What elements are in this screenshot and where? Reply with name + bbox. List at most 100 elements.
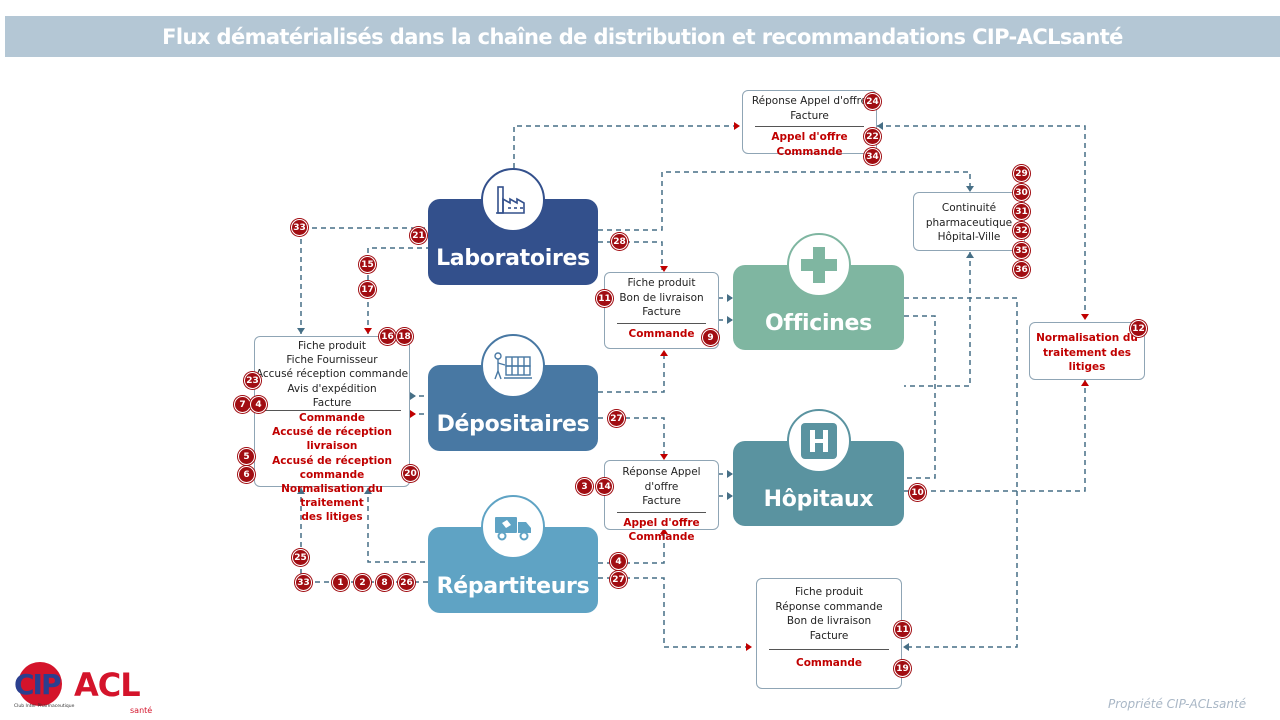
box-line: traitement des — [1042, 346, 1132, 359]
box-line: Accusé de réception livraison — [272, 426, 392, 453]
title-banner: Flux dématérialisés dans la chaîne de di… — [5, 16, 1280, 57]
badge-31: 31 — [1013, 203, 1030, 220]
box-line: Facture — [312, 396, 352, 409]
box-line: Facture — [809, 629, 849, 642]
badge-4: 4 — [250, 396, 267, 413]
box-line: Commande — [796, 657, 862, 669]
box-line: Appel d'offre — [771, 131, 848, 143]
badge-3: 3 — [576, 478, 593, 495]
box-divider — [617, 322, 706, 324]
box-line: litiges — [1068, 361, 1106, 373]
flow-top-litiges — [877, 125, 1086, 318]
box-line: Fiche produit — [627, 277, 696, 289]
logo-subtitle: Club Inter Pharmaceutique — [14, 704, 75, 709]
flow-leftbox-rep-b — [367, 488, 428, 563]
badge-10: 10 — [909, 484, 926, 501]
badge-27-rep: 27 — [610, 571, 627, 588]
box-officines-flows: Fiche produit Bon de livraison Facture C… — [604, 272, 719, 349]
flow-lab-continuite — [598, 171, 971, 231]
box-line: Normalisation du traitement — [281, 483, 383, 510]
badge-33: 33 — [291, 219, 308, 236]
badge-30: 30 — [1013, 184, 1030, 201]
actor-label-hopitaux: Hôpitaux — [763, 487, 874, 512]
box-laboratoire-depositaire: Fiche produit Fiche Fournisseur Accusé r… — [254, 336, 410, 523]
box-line: Commande — [299, 412, 365, 425]
badge-22: 22 — [864, 128, 881, 145]
badge-28: 28 — [611, 233, 628, 250]
flow-off-hop-cont — [904, 297, 1018, 648]
box-line: Accusé réception commande — [255, 368, 409, 381]
box-appel-offre-lab: Réponse Appel d'offre Facture Appel d'of… — [742, 90, 877, 158]
box-divider — [755, 126, 864, 127]
box-continuite: Continuité pharmaceutique Hôpital-Ville — [913, 192, 1025, 251]
badge-35: 35 — [1013, 242, 1030, 259]
actor-label-officines: Officines — [765, 311, 872, 336]
badge-12: 12 — [1130, 320, 1147, 337]
flow-lab-offbox — [598, 241, 663, 270]
badge-11: 11 — [596, 290, 613, 307]
footer-copyright: Propriété CIP-ACLsanté — [1108, 697, 1247, 711]
hospital-h-icon — [787, 409, 851, 473]
badge-33-bottom: 33 — [295, 574, 312, 591]
badge-26: 26 — [398, 574, 415, 591]
box-line: Facture — [642, 495, 681, 507]
badge-20: 20 — [402, 465, 419, 482]
badge-24: 24 — [864, 93, 881, 110]
logo-sante-text: santé — [130, 706, 153, 715]
actor-label-laboratoires: Laboratoires — [436, 246, 590, 271]
box-repartiteur-flows: Fiche produit Réponse commande Bon de li… — [756, 578, 902, 689]
logo-red-disc — [18, 662, 62, 706]
cip-acl-logo: CIP ACL Club Inter Pharmaceutique santé — [14, 662, 164, 718]
flow-dep-offbox — [598, 350, 665, 393]
actor-label-depositaires: Dépositaires — [436, 412, 590, 437]
badge-23: 23 — [244, 372, 261, 389]
badge-9: 9 — [702, 329, 719, 346]
badge-16: 16 — [379, 328, 396, 345]
box-line: Commande — [628, 327, 695, 340]
page-title: Flux dématérialisés dans la chaîne de di… — [162, 24, 1123, 49]
box-line: Hôpital-Ville — [937, 231, 1001, 243]
box-line: Commande — [628, 531, 695, 543]
badge-32: 32 — [1013, 222, 1030, 239]
badge-7: 7 — [234, 396, 251, 413]
box-line: Bon de livraison — [619, 291, 704, 304]
flow-leftbox-lab-a — [300, 227, 428, 334]
delivery-truck-icon — [481, 495, 545, 559]
box-line: Fiche Fournisseur — [286, 354, 378, 367]
box-line: Réponse commande — [775, 600, 883, 613]
box-line: Réponse Appel d'offre — [622, 466, 701, 493]
badge-4-rep: 4 — [610, 553, 627, 570]
badge-14: 14 — [596, 478, 613, 495]
badge-11-bottom: 11 — [894, 621, 911, 638]
box-line: Continuité — [941, 202, 997, 214]
badge-5: 5 — [238, 448, 255, 465]
box-line: Bon de livraison — [786, 615, 872, 627]
badge-15: 15 — [359, 256, 376, 273]
box-line: Facture — [790, 109, 829, 122]
box-line: Réponse Appel d'offre — [751, 95, 868, 107]
flow-dep-hopbox — [598, 417, 665, 460]
badge-6: 6 — [238, 466, 255, 483]
box-line: Fiche produit — [795, 586, 863, 598]
badge-17: 17 — [359, 281, 376, 298]
flow-leftbox-lab-b — [367, 247, 428, 334]
box-divider — [617, 511, 706, 513]
badge-27: 27 — [608, 410, 625, 427]
badge-18: 18 — [396, 328, 413, 345]
warehouse-worker-icon — [481, 334, 545, 398]
factory-icon — [481, 168, 545, 232]
flow-cont-hop — [904, 252, 971, 387]
badge-8: 8 — [376, 574, 393, 591]
badge-19: 19 — [894, 660, 911, 677]
logo-cip-text: CIP — [14, 668, 61, 701]
box-line: Facture — [642, 306, 681, 318]
badge-34: 34 — [864, 148, 881, 165]
box-line: des litiges — [301, 511, 363, 524]
badge-29: 29 — [1013, 165, 1030, 182]
box-line: Appel d'offre — [623, 516, 700, 529]
logo-acl-text: ACL — [74, 666, 141, 704]
flow-rep-bottom — [598, 577, 752, 648]
box-line: Normalisation du — [1036, 332, 1138, 344]
box-line: Avis d'expédition — [287, 382, 377, 395]
flow-off-right — [904, 315, 936, 479]
